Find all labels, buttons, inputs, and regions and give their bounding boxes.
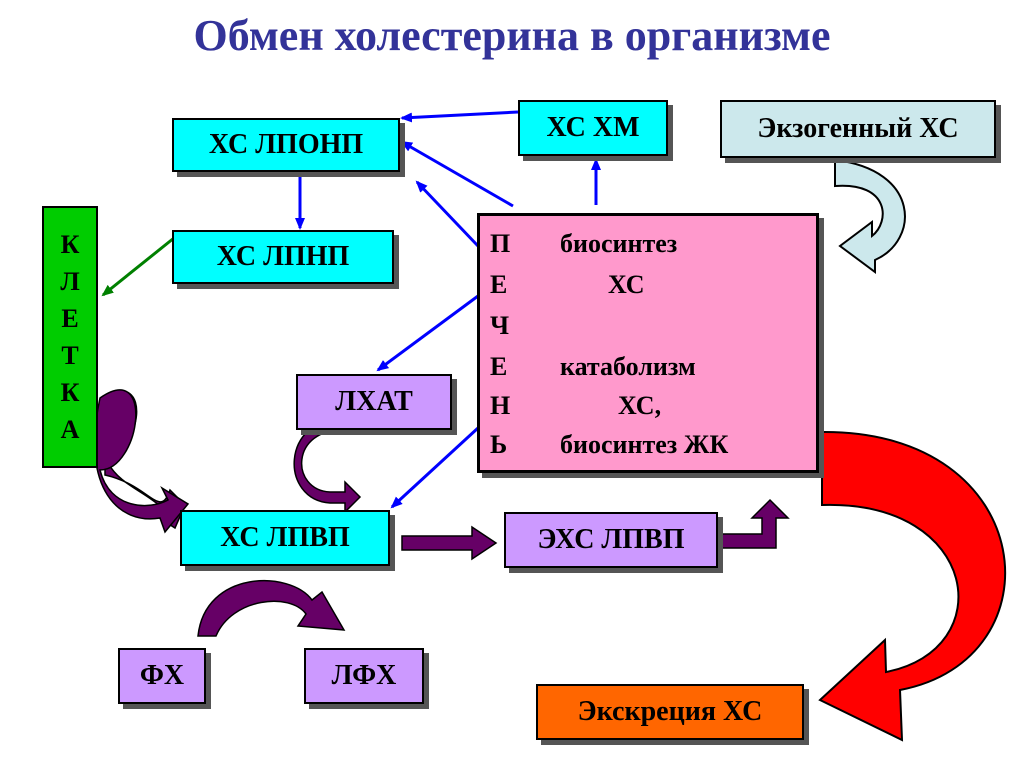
- arrow-lhat-to-lpvp: [293, 417, 362, 514]
- liver-letter: Ь: [490, 430, 508, 459]
- liver-text: ХС: [608, 270, 645, 299]
- liver-row: Ь биосинтез ЖК: [490, 425, 810, 465]
- box-lfx: ЛФХ: [304, 648, 424, 704]
- arrow-exs-up: [721, 498, 790, 549]
- liver-text: биосинтез ЖК: [560, 430, 729, 459]
- liver-letter: П: [490, 229, 511, 258]
- liver-box: П биосинтез Е ХС Ч Е катаболизм Н ХС, Ь …: [477, 213, 819, 473]
- arrow-exogenous-to-liver: [834, 158, 906, 274]
- cell-letter: Т: [61, 341, 79, 370]
- box-excretion: Экскреция ХС: [536, 684, 804, 740]
- box-xs-xm: ХС ХМ: [518, 100, 668, 156]
- arrow-fx-to-lfx: [197, 580, 346, 637]
- liver-row: Н ХС,: [490, 386, 810, 426]
- arrow-liver-to-lpvp: [390, 426, 480, 509]
- page-title: Обмен холестерина в организме: [193, 11, 831, 60]
- liver-letter: Е: [490, 352, 508, 381]
- arrow-lpnp-to-cell: [101, 236, 175, 297]
- box-exogenous: Экзогенный ХС: [720, 100, 996, 158]
- liver-text: биосинтез: [560, 229, 678, 258]
- liver-letter: Е: [490, 270, 508, 299]
- liver-row: П биосинтез: [490, 224, 810, 264]
- arrow-liver-to-lponp-1: [400, 140, 514, 208]
- box-lhat: ЛХАТ: [296, 374, 452, 430]
- arrow-liver-to-lhat: [376, 294, 479, 372]
- cell-box: К Л Е Т К А: [42, 206, 98, 468]
- box-xs-lpvp: ХС ЛПВП: [180, 510, 390, 566]
- liver-letter: Н: [490, 391, 511, 420]
- liver-text: ХС,: [618, 391, 662, 420]
- liver-row: Е катаболизм: [490, 347, 810, 387]
- cell-letter: К: [60, 230, 80, 259]
- cell-letter: Е: [61, 304, 79, 333]
- box-xs-lponp: ХС ЛПОНП: [172, 118, 400, 172]
- liver-row: Ч: [490, 306, 810, 346]
- liver-text: катаболизм: [560, 352, 696, 381]
- arrow-liver-to-excretion: [818, 430, 1007, 742]
- cell-letter: Л: [60, 267, 80, 296]
- cell-letter: А: [60, 415, 80, 444]
- liver-letter: Ч: [490, 311, 510, 340]
- cell-letter: К: [60, 378, 80, 407]
- liver-row: Е ХС: [490, 265, 810, 305]
- box-exs-lpvp: ЭХС ЛПВП: [504, 512, 718, 568]
- arrow-lpvp-to-exs: [401, 525, 498, 561]
- box-fx: ФХ: [118, 648, 206, 704]
- arrow-liver-to-lponp-2: [415, 180, 480, 248]
- arrow-cell-to-lpvp-shape: [94, 389, 190, 534]
- arrow-xm-to-lponp: [400, 110, 519, 123]
- box-xs-lpnp: ХС ЛПНП: [172, 230, 394, 284]
